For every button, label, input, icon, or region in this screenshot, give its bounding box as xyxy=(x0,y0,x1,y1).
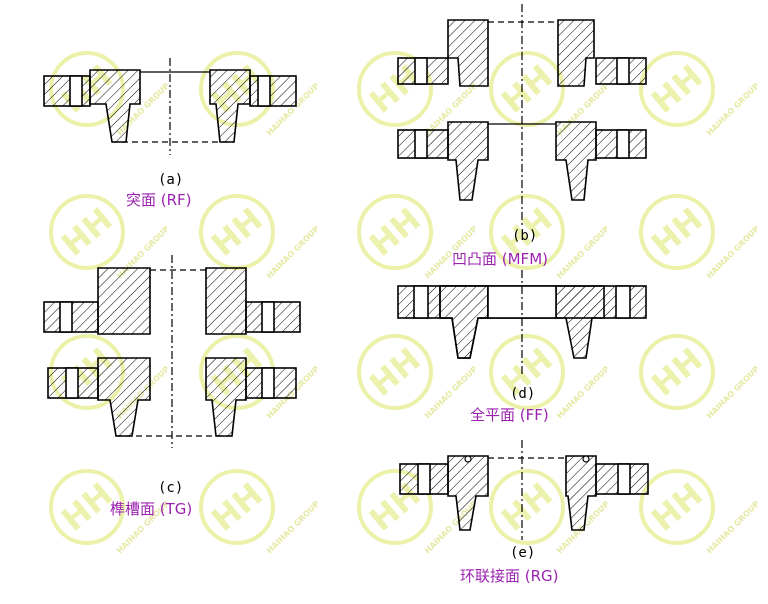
rf-left-hub xyxy=(89,69,141,143)
watermark-mark: HH xyxy=(204,200,269,264)
rf-right-flange xyxy=(249,75,297,107)
watermark-ring xyxy=(489,51,565,127)
watermark-ring xyxy=(639,469,715,545)
watermark-mark: HH xyxy=(494,475,559,539)
panel-a-letter: (a) xyxy=(158,172,184,188)
mfm-bot-right-hole xyxy=(616,129,630,159)
tg-bot-right-hole xyxy=(261,367,275,399)
tg-bot-left-hub xyxy=(97,357,151,437)
watermark-ring xyxy=(357,51,433,127)
rg-left-hole xyxy=(417,463,431,495)
panel-d-letter: (d) xyxy=(510,386,536,402)
watermark-mark: HH xyxy=(362,200,427,264)
tg-top-right-hole xyxy=(261,301,275,333)
rg-ring-groove-right xyxy=(582,455,590,463)
watermark-mark: HH xyxy=(644,57,709,121)
panel-c-letter: (c) xyxy=(158,480,184,496)
watermark-ring xyxy=(49,194,125,270)
mfm-bot-left-hub xyxy=(447,121,489,201)
watermark-ring xyxy=(489,194,565,270)
watermark-mark: HH xyxy=(644,200,709,264)
panel-b-name: 凹凸面 (MFM) xyxy=(452,250,548,268)
panel-a-name: 突面 (RF) xyxy=(126,191,192,209)
watermark-ring xyxy=(639,194,715,270)
mfm-top-right-hole xyxy=(616,57,630,85)
rg-left-hub xyxy=(447,455,489,531)
watermark-ring xyxy=(357,334,433,410)
watermark-mark: HH xyxy=(644,475,709,539)
rg-right-hole xyxy=(617,463,631,495)
rf-left-bolthole xyxy=(69,75,83,107)
flange-sections xyxy=(43,4,649,540)
watermark-mark: HH xyxy=(204,475,269,539)
rf-right-bolthole xyxy=(257,75,271,107)
watermark-mark: HH xyxy=(54,200,119,264)
rf-left-flange xyxy=(43,75,91,107)
watermark-ring xyxy=(199,469,275,545)
mfm-top-left-hub xyxy=(447,19,489,87)
panel-b-letter: (b) xyxy=(512,228,538,244)
mfm-bot-left-hole xyxy=(414,129,428,159)
watermark-ring xyxy=(49,469,125,545)
watermark-mark: HH xyxy=(494,57,559,121)
watermark-ring xyxy=(639,51,715,127)
mfm-bot-right-hub xyxy=(555,121,597,201)
tg-bot-left-hole xyxy=(65,367,79,399)
watermark-mark: HH xyxy=(362,340,427,404)
mfm-top-right-hub xyxy=(557,19,595,87)
watermark-ring xyxy=(489,469,565,545)
ff-left-hub-hatch xyxy=(439,285,489,359)
ff-right-hub xyxy=(555,285,605,359)
ff-left-hole xyxy=(413,285,429,319)
tg-top-left-hole xyxy=(59,301,73,333)
panel-c-name: 榫槽面 (TG) xyxy=(110,500,193,518)
watermark-ring xyxy=(357,194,433,270)
rg-right-hub xyxy=(565,455,597,531)
watermark-ring xyxy=(357,469,433,545)
watermark-ring xyxy=(639,334,715,410)
watermark-ring xyxy=(489,334,565,410)
mfm-top-left-hole xyxy=(414,57,428,85)
rg-ring-groove-left xyxy=(464,455,472,463)
watermark-mark: HH xyxy=(644,340,709,404)
ff-right-hole xyxy=(615,285,631,319)
tg-bot-right-hub xyxy=(205,357,247,437)
tg-top-left-hub xyxy=(97,267,151,335)
tg-top-right-hub xyxy=(205,267,247,335)
panel-d-name: 全平面 (FF) xyxy=(470,406,549,424)
panel-e-name: 环联接面 (RG) xyxy=(460,567,559,585)
panel-e-letter: (e) xyxy=(510,545,536,561)
